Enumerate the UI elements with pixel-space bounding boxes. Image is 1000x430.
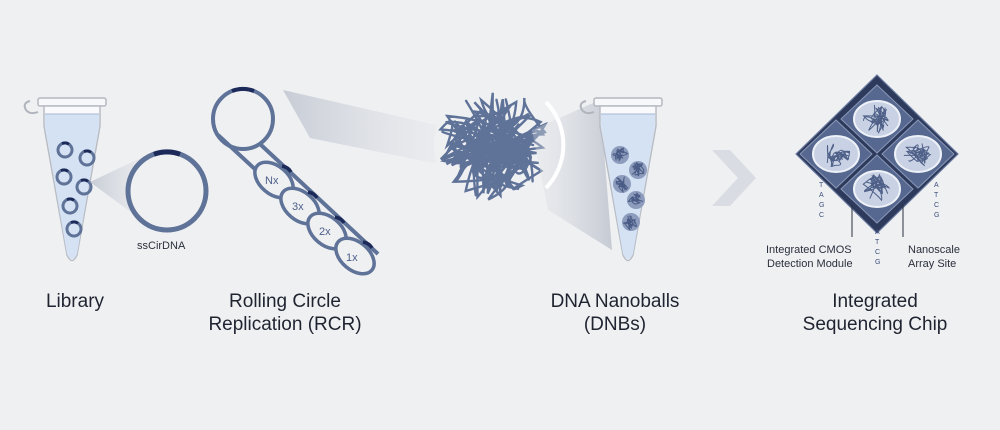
zoom-beam-dnb — [532, 100, 612, 250]
cmos-label-line2: Detection Module — [767, 258, 853, 270]
rcr-copy-markers — [281, 164, 374, 249]
svg-text:C: C — [819, 212, 824, 219]
svg-text:G: G — [875, 259, 880, 266]
rcr-copy-loops — [253, 160, 376, 276]
chip-caption: Integrated Sequencing Chip — [780, 290, 970, 336]
dnb-caption: DNA Nanoballs (DNBs) — [525, 290, 705, 336]
svg-text:T: T — [875, 239, 880, 246]
chip-callout-lines — [851, 205, 904, 237]
rcr-caption: Rolling Circle Replication (RCR) — [190, 290, 380, 336]
rcr-caption-line1: Rolling Circle — [229, 291, 341, 312]
tube-nanoballs — [611, 146, 647, 231]
copy-label-2x: 2x — [319, 226, 331, 238]
copy-label-1x: 1x — [346, 252, 358, 264]
svg-text:A: A — [875, 229, 880, 236]
sscirdna-label: ssCirDNA — [137, 240, 186, 252]
svg-text:G: G — [934, 212, 939, 219]
library-circle-markers — [60, 141, 92, 225]
library-caption: Library — [20, 290, 130, 313]
next-step-arrow — [712, 150, 756, 206]
chip-caption-line1: Integrated — [832, 291, 918, 312]
copy-label-3x: 3x — [292, 201, 304, 213]
sequencing-chip — [795, 74, 959, 234]
sscirdna-circle — [125, 149, 209, 233]
svg-text:A: A — [819, 192, 824, 199]
cmos-label-line1: Integrated CMOS — [766, 244, 852, 256]
copy-label-nx: Nx — [265, 175, 279, 187]
zoom-beam-rcr — [283, 90, 468, 170]
dnb-caption-line1: DNA Nanoballs — [550, 291, 680, 312]
rcr-primer — [231, 86, 255, 93]
rcr-caption-line2: Replication (RCR) — [208, 314, 362, 335]
dnb-lens-arc — [544, 100, 566, 190]
svg-text:C: C — [934, 202, 939, 209]
library-caption-text: Library — [45, 291, 105, 312]
svg-text:T: T — [934, 192, 939, 199]
sequence-letters: T A G C A T C G A T C G — [819, 182, 939, 266]
svg-text:G: G — [819, 202, 824, 209]
chip-caption-line2: Sequencing Chip — [802, 314, 948, 335]
array-site-label-line1: Nanoscale — [908, 244, 960, 256]
array-site-label-line2: Array Site — [908, 258, 956, 270]
dnb-caption-line2: (DNBs) — [583, 314, 647, 335]
svg-text:T: T — [819, 182, 824, 189]
svg-text:C: C — [875, 249, 880, 256]
svg-text:A: A — [934, 182, 939, 189]
library-tube — [23, 97, 107, 262]
